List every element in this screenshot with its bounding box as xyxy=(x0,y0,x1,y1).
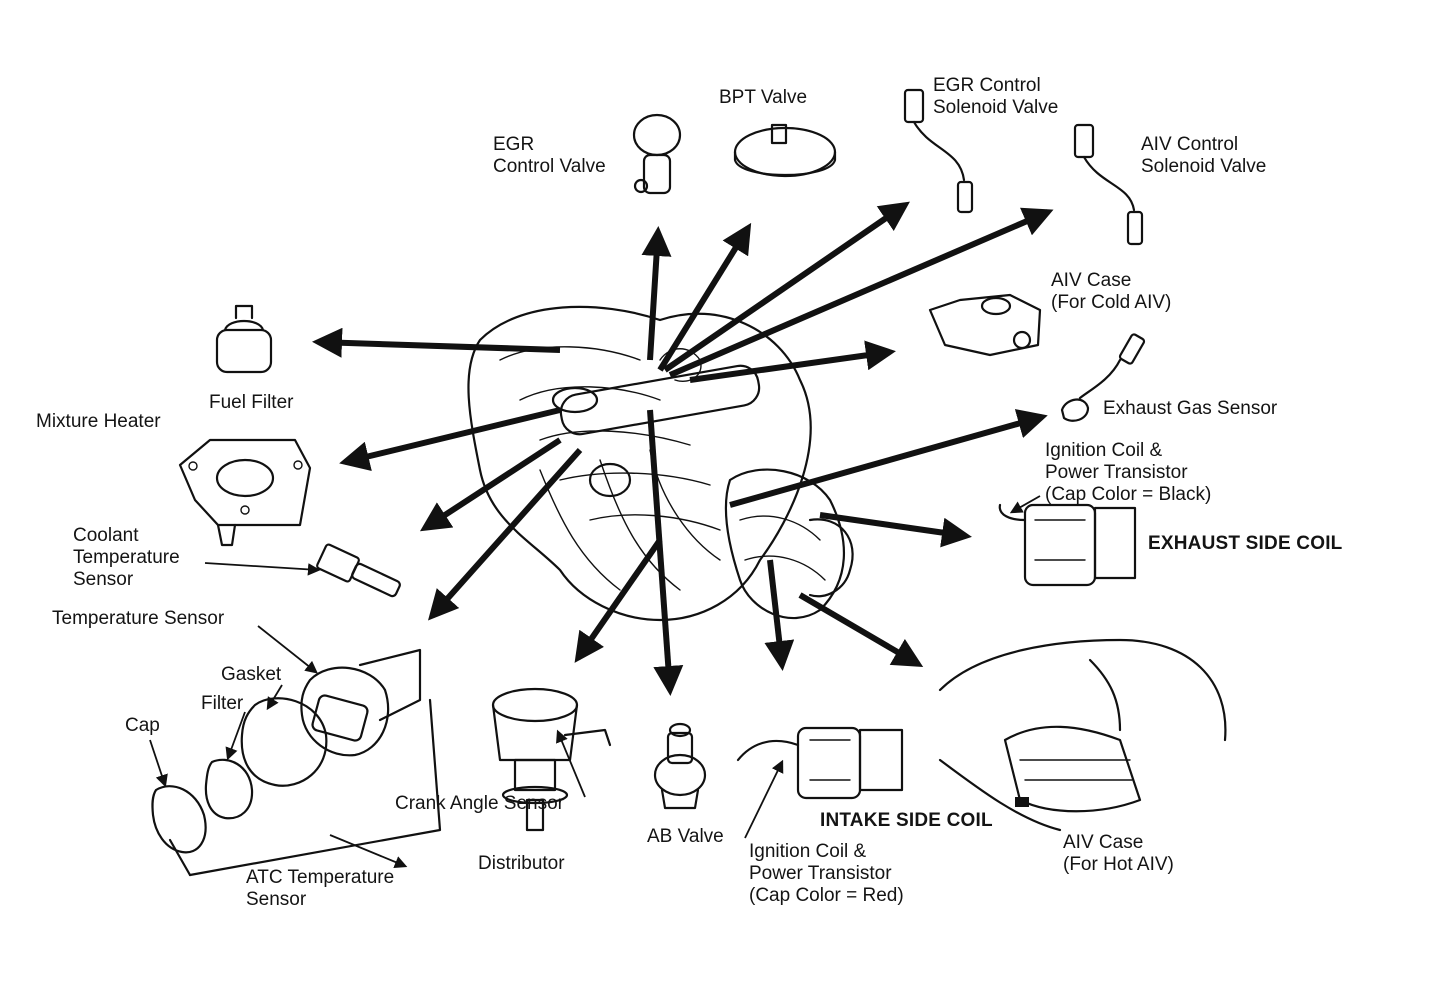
fuel-filter-illustration xyxy=(215,304,273,374)
distributor-illustration xyxy=(491,687,612,832)
exhaust-coil-leader xyxy=(1009,495,1041,514)
cold-aiv-case-illustration xyxy=(928,293,1042,357)
aiv-case-cold-label: AIV Case (For Cold AIV) xyxy=(1051,270,1172,313)
intake-side-coil-label: INTAKE SIDE COIL xyxy=(820,810,993,831)
mixture-heater-illustration xyxy=(178,438,312,547)
egr-control-valve-illustration xyxy=(632,113,682,195)
atc-sensor-assembly-illustration xyxy=(151,648,442,877)
bpt-valve-illustration xyxy=(733,123,837,178)
exhaust-gas-sensor-illustration xyxy=(1060,333,1146,422)
intake-coil-illustration xyxy=(736,726,904,800)
ab-valve-label: AB Valve xyxy=(647,826,724,847)
egr-control-valve-label: EGR Control Valve xyxy=(493,134,606,177)
aiv-solenoid-illustration xyxy=(1073,123,1144,246)
intake-coil-leader xyxy=(744,759,784,839)
egr-control-solenoid-label: EGR Control Solenoid Valve xyxy=(933,75,1059,118)
crank-angle-leader xyxy=(556,729,586,798)
exhaust-side-coil-label: EXHAUST SIDE COIL xyxy=(1148,533,1343,554)
aiv-case-hot-label: AIV Case (For Hot AIV) xyxy=(1063,832,1174,875)
ab-valve-illustration xyxy=(653,722,707,810)
coolant-temp-sensor-illustration xyxy=(316,543,401,598)
atc-part-leaders xyxy=(149,625,408,868)
exhaust-coil-illustration xyxy=(998,503,1137,587)
pointer-arrows xyxy=(312,201,1054,696)
exhaust-gas-sensor-label: Exhaust Gas Sensor xyxy=(1103,398,1278,419)
coolant-temp-sensor-label: Coolant Temperature Sensor xyxy=(73,525,180,590)
mixture-heater-label: Mixture Heater xyxy=(36,411,161,432)
coolant-sensor-leader xyxy=(204,562,321,576)
ignition-coil-black-label: Ignition Coil & Power Transistor (Cap Co… xyxy=(1045,440,1212,505)
egr-solenoid-illustration xyxy=(903,88,974,214)
gasket-label: Gasket xyxy=(221,664,282,685)
distributor-label: Distributor xyxy=(478,853,565,874)
aiv-control-solenoid-label: AIV Control Solenoid Valve xyxy=(1141,134,1267,177)
atc-temperature-sensor-label: ATC Temperature Sensor xyxy=(246,867,395,910)
bpt-valve-label: BPT Valve xyxy=(719,87,808,108)
cap-label: Cap xyxy=(125,715,160,736)
crank-angle-sensor-label: Crank Angle Sensor xyxy=(395,793,564,814)
ignition-coil-red-label: Ignition Coil & Power Transistor (Cap Co… xyxy=(749,841,904,906)
hot-aiv-case-illustration xyxy=(938,638,1227,832)
fuel-filter-label: Fuel Filter xyxy=(209,392,294,413)
filter-label: Filter xyxy=(201,693,244,714)
temperature-sensor-label: Temperature Sensor xyxy=(52,608,225,629)
